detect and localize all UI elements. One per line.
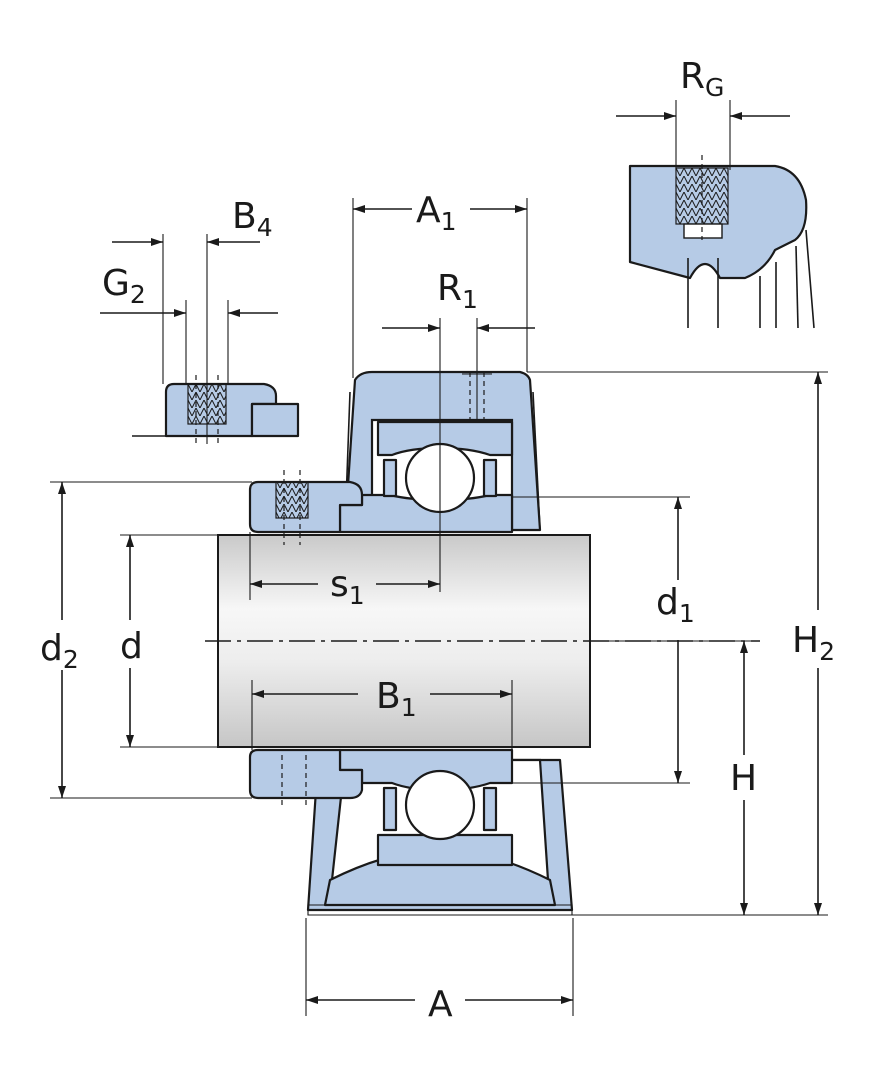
label-h2: H2 xyxy=(792,620,835,666)
label-s1: s1 xyxy=(330,564,365,610)
label-d2: d2 xyxy=(40,628,79,674)
bearing-lower xyxy=(338,748,514,867)
label-rg: RG xyxy=(680,56,724,102)
label-r1: R1 xyxy=(437,268,478,314)
label-a: A xyxy=(428,984,453,1025)
detail-lubrication-thread xyxy=(628,155,815,329)
detail-collar-screw xyxy=(132,375,300,444)
label-g2: G2 xyxy=(102,263,146,309)
label-d1: d1 xyxy=(656,582,695,628)
label-a1: A1 xyxy=(416,190,457,236)
shaft xyxy=(205,534,760,748)
dimension-lines xyxy=(50,100,828,1016)
label-h: H xyxy=(730,758,757,799)
label-b4: B4 xyxy=(232,196,273,242)
locking-collar-upper xyxy=(248,470,364,545)
dimension-labels: RG A1 B4 G2 R1 s1 d1 d2 d B1 H2 H A xyxy=(40,56,835,1025)
label-b1: B1 xyxy=(376,676,417,722)
label-d: d xyxy=(120,626,143,667)
locking-collar-lower xyxy=(248,748,364,805)
